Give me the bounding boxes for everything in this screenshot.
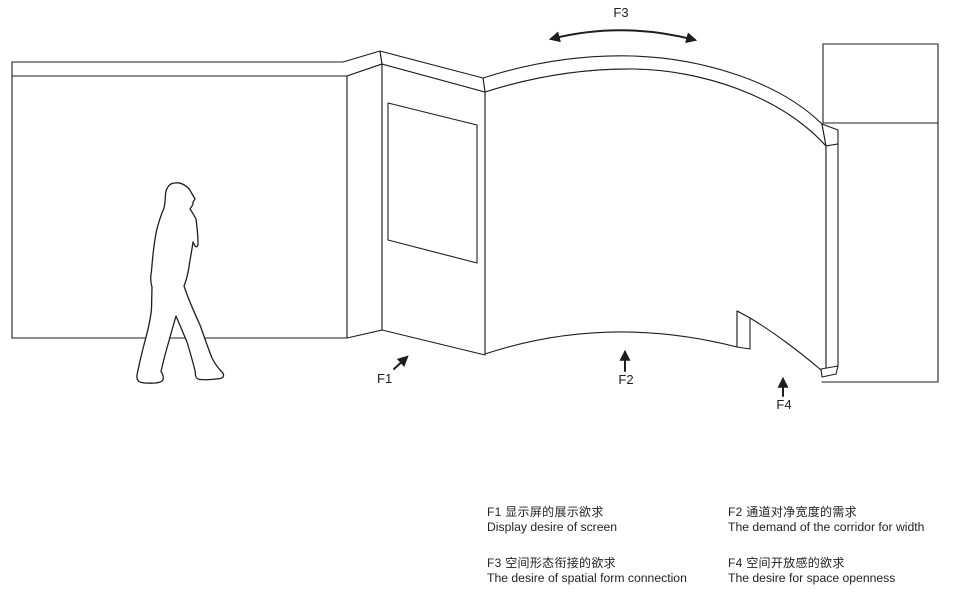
screen-panel-top-edge — [379, 50, 486, 93]
curved-wall-end-foot — [820, 365, 839, 378]
flat-wall — [11, 50, 383, 339]
curved-wall-end-edge — [825, 143, 839, 370]
f1-label: F1 — [377, 371, 392, 386]
annotation-arrows — [393, 29, 789, 397]
f4-label: F4 — [776, 397, 791, 412]
f3-span-arrow-icon — [548, 29, 698, 44]
doorway-jamb — [736, 310, 751, 350]
flat-wall-corner-return — [346, 63, 383, 339]
f2-label: F2 — [618, 372, 633, 387]
f3-label: F3 — [613, 5, 628, 20]
right-column — [821, 43, 939, 383]
walking-person-icon — [136, 182, 225, 384]
f1-arrow-icon — [393, 355, 409, 370]
flat-wall-top-edge — [11, 50, 383, 77]
display-screen — [387, 102, 478, 264]
curved-wall-face — [484, 68, 827, 371]
curved-wall — [482, 55, 839, 378]
right-column-body — [821, 43, 939, 383]
screen-panel — [379, 50, 486, 356]
